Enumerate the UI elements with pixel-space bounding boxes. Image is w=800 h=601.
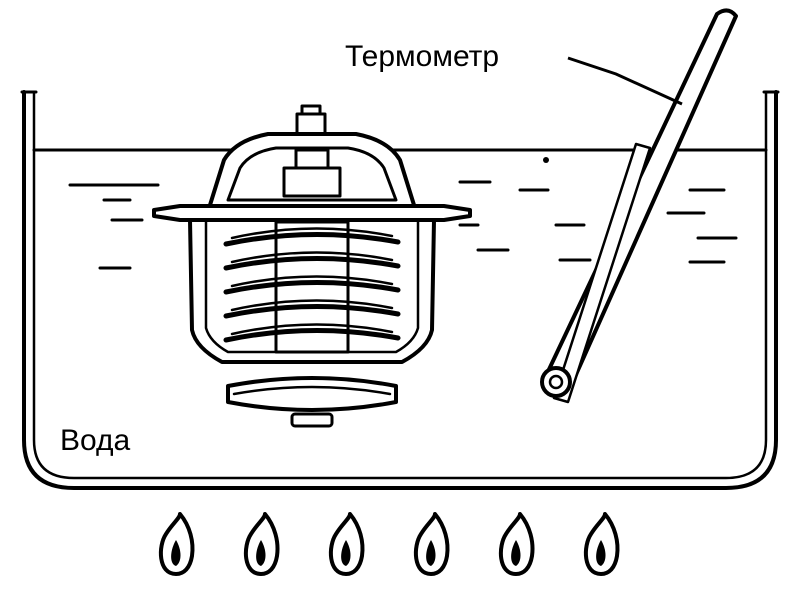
- thermostat-piston-lower: [282, 166, 342, 198]
- burner-flame-inner: [341, 540, 351, 566]
- burner-flame-inner: [596, 540, 606, 566]
- burner-flame: [328, 512, 365, 576]
- burners: [158, 512, 620, 576]
- thermometer-bulb-core: [548, 374, 564, 390]
- burner-flame: [498, 512, 535, 576]
- thermostat-bottom-stem: [290, 412, 334, 428]
- burner-flame: [158, 512, 195, 576]
- thermometer: [540, 8, 738, 404]
- burner-flame-inner: [171, 540, 181, 566]
- water-bath: [20, 90, 780, 490]
- burner-flame-inner: [511, 540, 521, 566]
- thermostat: [152, 104, 472, 428]
- burner-flame: [583, 512, 620, 576]
- thermostat-flange: [152, 204, 472, 222]
- water-label: Вода: [60, 424, 131, 457]
- thermostat-spring: [223, 227, 401, 343]
- thermometer-leader-line: [567, 56, 683, 106]
- pan-outline: [22, 90, 778, 490]
- water-ripples: [68, 180, 738, 270]
- burner-flame-inner: [256, 540, 266, 566]
- burner-flame: [243, 512, 280, 576]
- thermometer-label: Термометр: [345, 40, 499, 73]
- pan-inner-wall: [32, 90, 768, 480]
- thermometer-tube: [542, 8, 738, 390]
- thermostat-valve-disc: [226, 376, 398, 412]
- burner-flame-inner: [426, 540, 436, 566]
- thermostat-dome-inner: [226, 146, 398, 202]
- thermometer-column: [552, 142, 652, 404]
- thermostat-valve-disc-line: [232, 385, 392, 396]
- bubble: [543, 157, 549, 163]
- burner-flame: [413, 512, 450, 576]
